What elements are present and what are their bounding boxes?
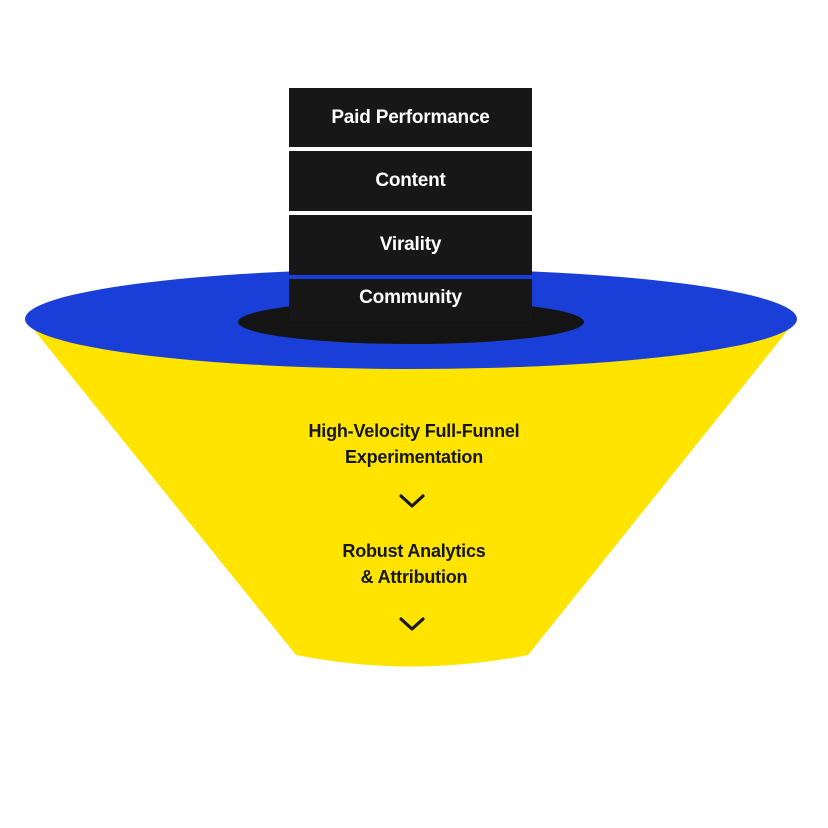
stack-block-community: Community [289,279,532,321]
stack-block-virality: Virality [289,215,532,275]
stack-block-paid-performance: Paid Performance [289,88,532,147]
stack-block-label: Paid Performance [331,106,490,128]
chevron-down-icon [399,617,425,631]
funnel-stage-line: High-Velocity Full-Funnel [308,421,520,441]
funnel-stage-line: & Attribution [360,567,468,587]
funnel-stage-line: Experimentation [344,447,484,467]
stack-block-label: Content [375,170,446,191]
stack-block-label: Community [359,287,462,308]
stack-block-content: Content [289,151,532,211]
funnel-body [26,320,796,667]
funnel-stage-line: Robust Analytics [342,541,486,561]
stack-block-label: Virality [379,234,442,255]
funnel-stage-experimentation: High-Velocity Full-Funnel Experimentatio… [214,418,614,470]
funnel-stage-analytics: Robust Analytics & Attribution [214,538,614,590]
chevron-down-icon [399,494,425,508]
